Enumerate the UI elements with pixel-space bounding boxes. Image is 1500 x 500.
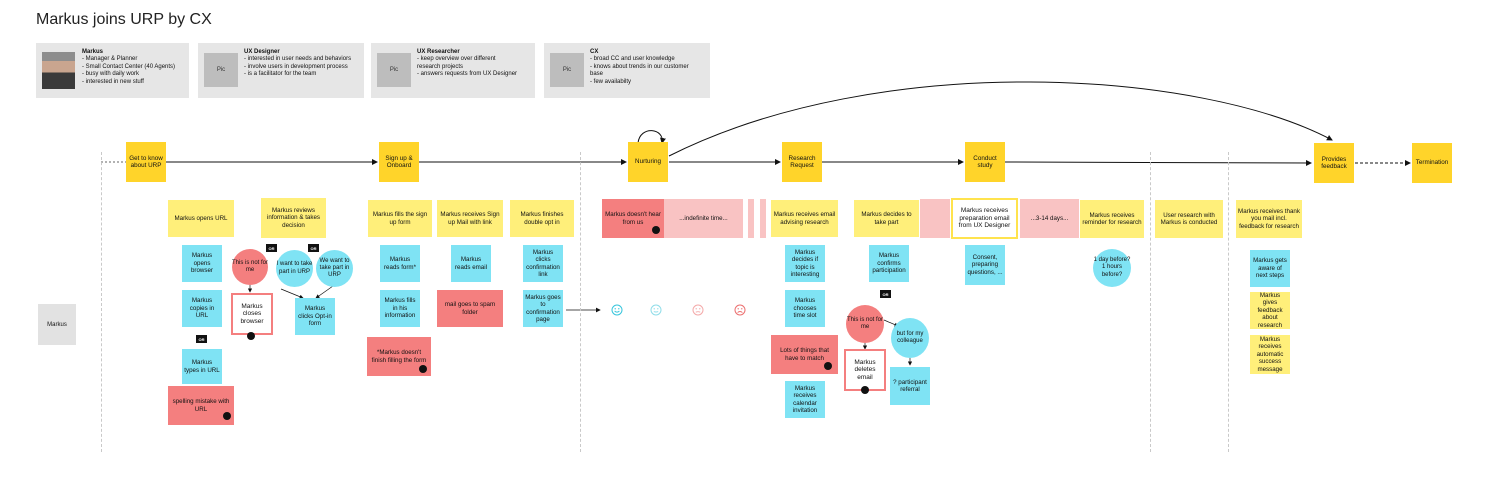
note-spam-folder: mail goes to spam folder [437, 290, 503, 327]
persona-name: CX [590, 49, 599, 55]
persona-pic-placeholder: Pic [550, 53, 584, 87]
or-speech-bubble-icon: OR [880, 290, 891, 298]
bubble-not-for-me-2: This is not for me [846, 305, 884, 343]
bomb-icon [824, 362, 832, 370]
note-decides-take-part: Markus decides to take part [854, 200, 919, 237]
note-receives-advising: Markus receives email advising research [771, 200, 838, 237]
persona-details: - broad CC and user knowledge - knows ab… [590, 56, 689, 85]
persona-name: Markus [82, 49, 104, 55]
note-decides-topic: Markus decides if topic is interesting [785, 245, 825, 282]
stage-conduct-study: Conduct study [965, 142, 1005, 182]
note-next-steps: Markus gets aware of next steps [1250, 250, 1290, 287]
note-research-conducted: User research with Markus is conducted [1155, 200, 1223, 238]
note-fills-info: Markus fills in his information [380, 290, 420, 327]
note-fills-signup: Markus fills the sign up form [368, 200, 432, 237]
persona-name: UX Researcher [417, 49, 460, 55]
sad-icon [734, 304, 746, 316]
note-consent: Consent, preparing questions, ... [965, 245, 1005, 285]
persona-details: - interested in user needs and behaviors… [244, 56, 352, 78]
neutral-face-icon [650, 304, 662, 316]
lane-divider [101, 152, 102, 452]
note-confirms-participation: Markus confirms participation [869, 245, 909, 282]
note-reads-email: Markus reads email [451, 245, 491, 282]
note-types-url: Markus types in URL [182, 349, 222, 384]
note-gives-feedback: Markus gives feedback about research [1250, 292, 1290, 329]
timeline-gap [760, 199, 766, 238]
note-clicks-link: Markus clicks confirmation link [523, 245, 563, 282]
page-title: Markus joins URP by CX [36, 11, 212, 28]
stage-termination: Termination [1412, 143, 1452, 183]
bubble-day-before: 1 day before? 1 hours before? [1093, 249, 1131, 287]
stage-provides-feedback: Provides feedback [1314, 143, 1354, 183]
or-speech-bubble-icon: OR [196, 335, 207, 343]
persona-details: - keep overview over different research … [417, 56, 518, 78]
stage-research-request: Research Request [782, 142, 822, 182]
note-reviews-info: Markus reviews information & takes decis… [261, 198, 326, 238]
bubble-not-for-me: This is not for me [232, 249, 268, 285]
note-goes-confirm: Markus goes to confirmation page [523, 290, 563, 327]
persona-card-ux-researcher: Pic UX Researcher- keep overview over di… [371, 43, 535, 98]
bomb-icon [861, 386, 869, 394]
persona-card-markus: Markus- Manager & Planner - Small Contac… [36, 43, 189, 98]
stage-get-to-know: Get to know about URP [126, 142, 166, 182]
note-calendar-invitation: Markus receives calendar invitation [785, 381, 825, 418]
note-thank-you: Markus receives thank you mail incl. fee… [1236, 200, 1302, 238]
note-participant-referral: ? participant referral [890, 367, 930, 405]
note-indefinite-time: ...indefinite time... [664, 199, 743, 238]
note-chooses-slot: Markus chooses time slot [785, 290, 825, 327]
actor-label: Markus [38, 304, 76, 345]
or-speech-bubble-icon: OR [266, 244, 277, 252]
bubble-want-take-part: I want to take part in URP [276, 250, 313, 287]
lane-divider [1228, 152, 1229, 452]
note-reads-form: Markus reads form* [380, 245, 420, 282]
bomb-icon [223, 412, 231, 420]
persona-card-cx: Pic CX- broad CC and user knowledge - kn… [544, 43, 710, 98]
note-finishes-optin: Markus finishes double opt in [510, 200, 574, 237]
note-auto-message: Markus receives automatic success messag… [1250, 335, 1290, 374]
lane-divider [1150, 152, 1151, 452]
note-opens-browser: Markus opens browser [182, 245, 222, 282]
note-deletes-email: Markus deletes email [844, 349, 886, 391]
lane-divider [580, 152, 581, 452]
bubble-we-want-take-part: We want to take part in URP [316, 250, 353, 287]
person-photo [42, 52, 75, 89]
persona-pic-placeholder: Pic [377, 53, 411, 87]
stage-nurturing: Nurturing [628, 142, 668, 182]
bubble-colleague: but for my colleague [891, 318, 929, 358]
smiley-icon [611, 304, 623, 316]
persona-name: UX Designer [244, 49, 280, 55]
note-preparation-email: Markus receives preparation email from U… [951, 198, 1018, 239]
persona-details: - Manager & Planner - Small Contact Cent… [82, 56, 176, 85]
persona-card-ux-designer: Pic UX Designer- interested in user need… [198, 43, 364, 98]
note-opens-url: Markus opens URL [168, 200, 234, 237]
persona-pic-placeholder: Pic [204, 53, 238, 87]
note-clicks-optin: Markus clicks Opt-in form [295, 298, 335, 335]
note-doesnt-finish: *Markus doesn't finish filling the form [367, 337, 431, 376]
stage-sign-up: Sign up & Onboard [379, 142, 419, 182]
note-receives-signup: Markus receives Sign up Mail with link [437, 200, 503, 237]
note-copies-url: Markus copies in URL [182, 290, 222, 327]
note-reminder: Markus receives reminder for research [1080, 200, 1144, 238]
note-spelling-mistake: spelling mistake with URL [168, 386, 234, 425]
or-speech-bubble-icon: OR [308, 244, 319, 252]
bomb-icon [652, 226, 660, 234]
bomb-icon [419, 365, 427, 373]
timeline-gap [920, 199, 950, 238]
timeline-gap [748, 199, 754, 238]
note-days-gap: ...3-14 days... [1020, 199, 1079, 238]
note-closes-browser: Markus closes browser [231, 293, 273, 335]
frown-icon [692, 304, 704, 316]
bomb-icon [247, 332, 255, 340]
